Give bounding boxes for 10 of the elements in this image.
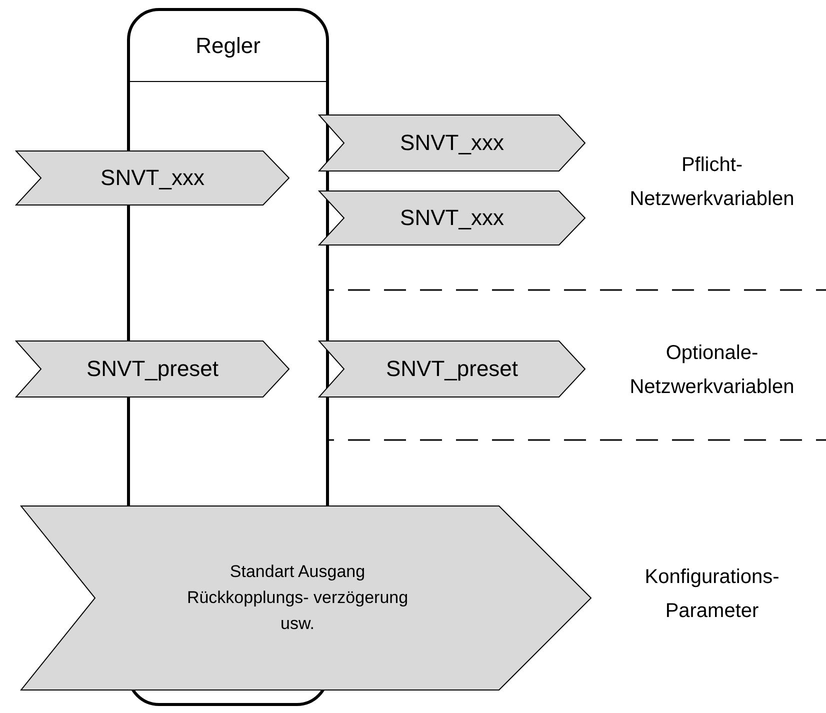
section-label: Optionale- Netzwerkvariablen	[628, 341, 796, 400]
section-label: Pflicht- Netzwerkvariablen	[628, 153, 796, 212]
chevron-label: Standart Ausgang Rückkopplungs- verzögerung usw.	[186, 561, 410, 635]
chevron-label: SNVT_xxx	[100, 165, 206, 191]
chevron-label: SNVT_xxx	[399, 205, 505, 231]
section-label: Konfigurations- Parameter	[644, 565, 780, 624]
chevron-label: SNVT_preset	[384, 356, 520, 382]
box-title: Regler	[196, 33, 260, 59]
chevron-label: SNVT_preset	[85, 356, 220, 382]
chevron-label: SNVT_xxx	[399, 130, 505, 156]
